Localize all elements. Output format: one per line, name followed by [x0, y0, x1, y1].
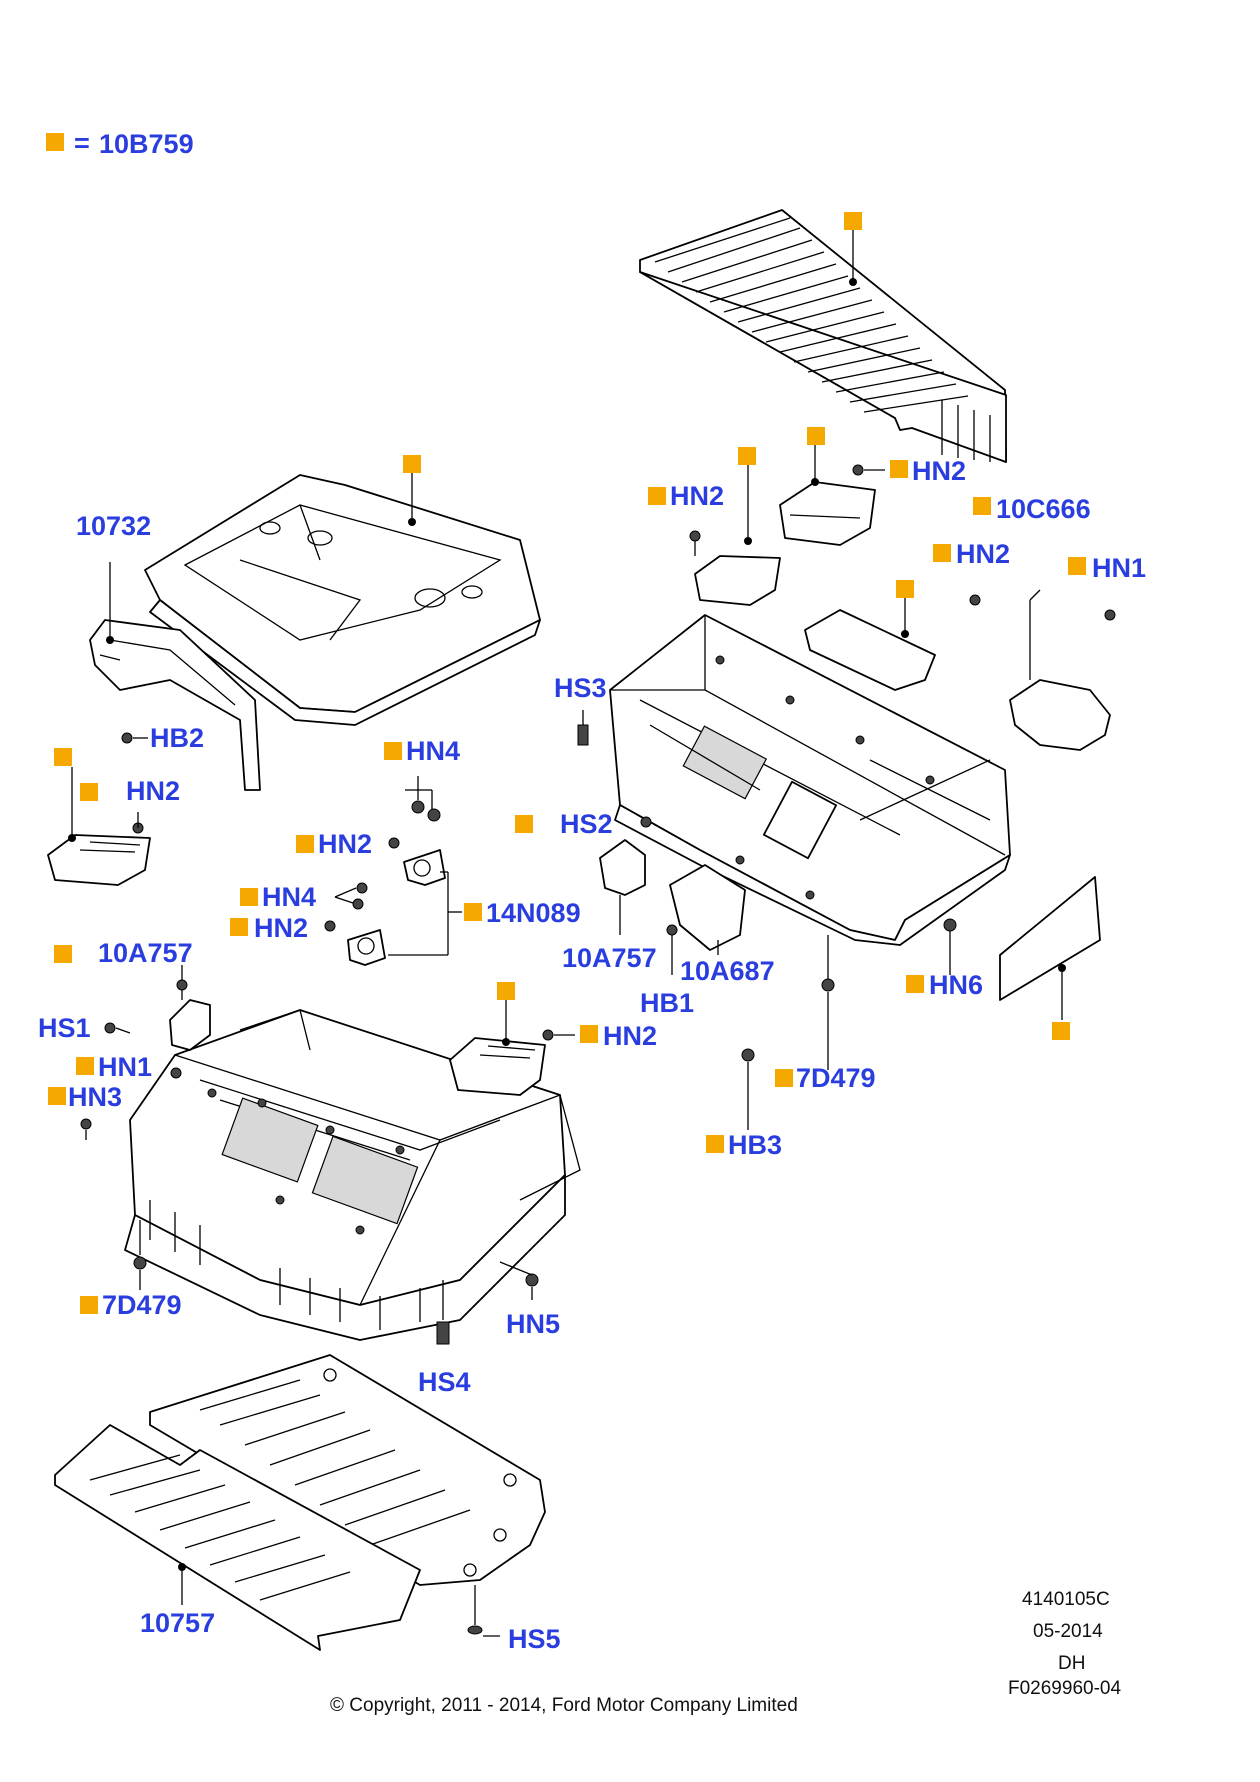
label-hn2-r1: HN2 — [670, 481, 724, 511]
label-10732: 10732 — [76, 511, 151, 541]
label-10a687: 10A687 — [680, 956, 775, 986]
gasket-and-hn6 — [906, 876, 1101, 1040]
label-hn2-left: HN2 — [126, 776, 180, 806]
marker-hn2-r1 — [648, 487, 666, 505]
legend-marker — [46, 133, 64, 151]
label-hn2-r2: HN2 — [912, 456, 966, 486]
label-hn3: HN3 — [68, 1082, 122, 1112]
label-10c666: 10C666 — [996, 494, 1091, 524]
marker-left-module-b — [80, 783, 98, 801]
footer-code: 4140105C — [1022, 1589, 1110, 1610]
marker-top-cover — [844, 212, 862, 230]
marker-module-r1 — [738, 447, 756, 465]
bottom-shield-front — [54, 1424, 421, 1651]
marker-hn1-right — [1068, 557, 1086, 575]
label-hs2: HS2 — [560, 809, 613, 839]
marker-7d479-right — [775, 1069, 793, 1087]
label-hb3: HB3 — [728, 1130, 782, 1160]
marker-hn4-mid — [240, 888, 258, 906]
label-10a757-left: 10A757 — [98, 938, 193, 968]
marker-left-cover — [403, 455, 421, 473]
marker-hn2-r3 — [933, 544, 951, 562]
label-hs1: HS1 — [38, 1013, 91, 1043]
label-hn4-top: HN4 — [406, 736, 460, 766]
footer-ref: F0269960-04 — [1008, 1678, 1121, 1699]
label-hn2-r3: HN2 — [956, 539, 1010, 569]
footer-initials: DH — [1058, 1653, 1085, 1674]
marker-10a757-left — [54, 945, 72, 963]
fasteners-hs2-hs3 — [515, 710, 652, 833]
label-hn5: HN5 — [506, 1309, 560, 1339]
footer-copyright: © Copyright, 2011 - 2014, Ford Motor Com… — [330, 1695, 798, 1716]
legend: = 10B759 — [46, 128, 194, 159]
label-hn2-mid2: HN2 — [254, 913, 308, 943]
marker-hn2-center — [580, 1025, 598, 1043]
marker-hn3 — [48, 1087, 66, 1105]
footer: 4140105C 05-2014 DH F0269960-04 © Copyri… — [330, 1589, 1121, 1716]
label-7d479-left: 7D479 — [102, 1290, 182, 1320]
fasteners-bottom-right — [706, 935, 835, 1153]
top-right-ribbed-cover — [639, 209, 1007, 463]
part-10a757-left — [54, 945, 211, 1051]
marker-hn6 — [906, 975, 924, 993]
fasteners-bottom-left — [80, 1220, 539, 1345]
label-7d479-right: 7D479 — [796, 1063, 876, 1093]
marker-hn2-mid — [296, 835, 314, 853]
fasteners-left — [48, 1022, 182, 1140]
marker-hn2-r2 — [890, 460, 908, 478]
label-hn1-left: HN1 — [98, 1052, 152, 1082]
marker-left-module-a — [54, 748, 72, 766]
footer-date: 05-2014 — [1033, 1621, 1103, 1642]
parts-center-right — [599, 839, 746, 975]
marker-module-r3 — [896, 580, 914, 598]
label-14n089: 14N089 — [486, 898, 581, 928]
marker-module-r2 — [807, 427, 825, 445]
label-hn2-center: HN2 — [603, 1021, 657, 1051]
label-hn4-mid: HN4 — [262, 882, 316, 912]
marker-7d479-left — [80, 1296, 98, 1314]
marker-10c666 — [973, 497, 991, 515]
right-main-assembly — [609, 614, 1011, 946]
right-modules — [648, 427, 1116, 751]
label-hs4: HS4 — [418, 1367, 471, 1397]
center-module — [449, 982, 598, 1096]
bottom-shield-back — [149, 1354, 546, 1586]
label-hb2: HB2 — [150, 723, 204, 753]
label-hn1-right: HN1 — [1092, 553, 1146, 583]
label-hb1: HB1 — [640, 988, 694, 1018]
marker-gasket — [1052, 1022, 1070, 1040]
label-hs5: HS5 — [508, 1624, 561, 1654]
marker-hn1-left — [76, 1057, 94, 1075]
marker-hn4-top — [384, 742, 402, 760]
fastener-hs5 — [467, 1585, 500, 1637]
label-hs3: HS3 — [554, 673, 607, 703]
legend-equals: = — [74, 128, 90, 158]
marker-hn2-mid2 — [230, 918, 248, 936]
label-hn6: HN6 — [929, 970, 983, 1000]
bracket-10732 — [89, 562, 261, 791]
label-hn2-mid: HN2 — [318, 829, 372, 859]
label-10757: 10757 — [140, 1608, 215, 1638]
marker-center-module — [497, 982, 515, 1000]
legend-code: 10B759 — [99, 129, 194, 159]
label-10a757-right: 10A757 — [562, 943, 657, 973]
marker-hb3 — [706, 1135, 724, 1153]
marker-14n089 — [464, 903, 482, 921]
connector-14n089 — [230, 742, 482, 966]
marker-hs2 — [515, 815, 533, 833]
left-module — [47, 748, 151, 886]
left-top-cover — [144, 455, 541, 726]
